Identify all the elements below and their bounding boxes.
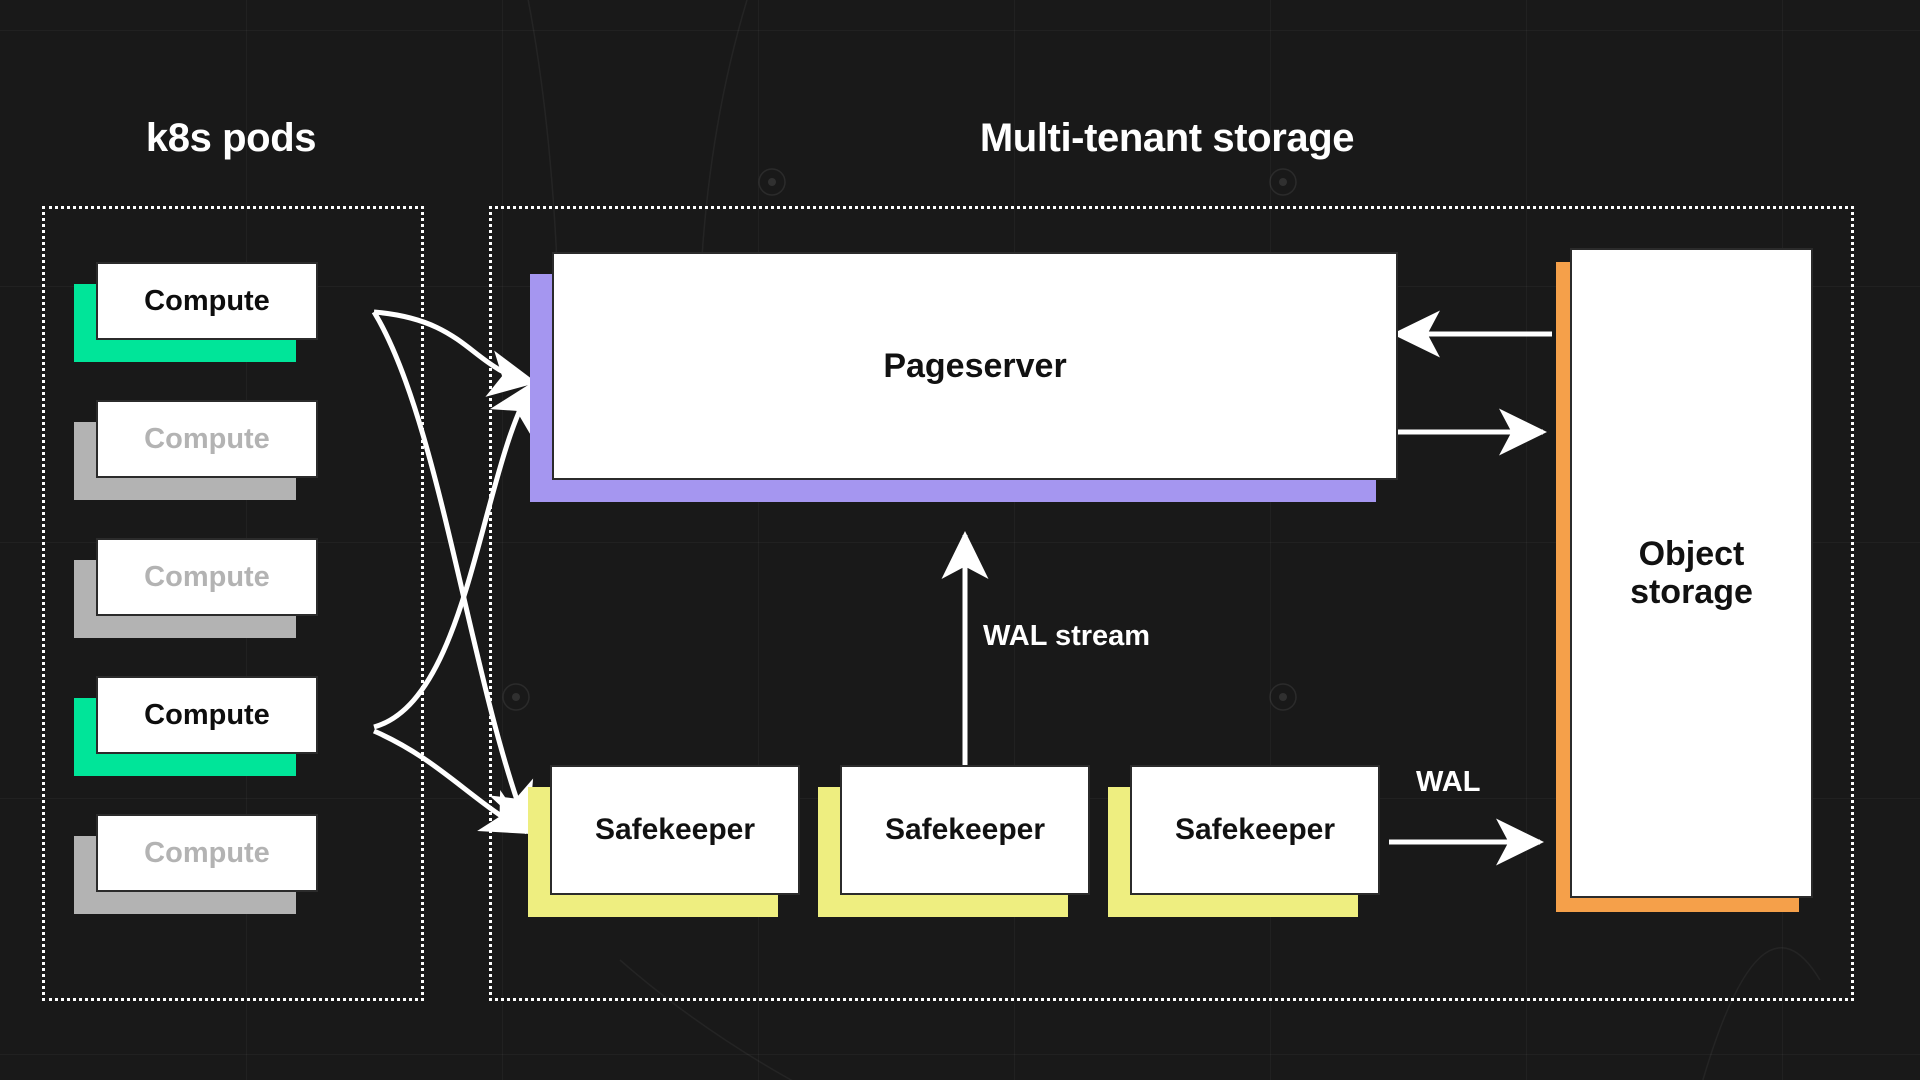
- safekeeper-node-1[interactable]: Safekeeper: [528, 765, 800, 917]
- edge-label-wal-stream: WAL stream: [983, 620, 1151, 652]
- compute-pod-5-label: Compute: [96, 814, 318, 892]
- safekeeper-node-3[interactable]: Safekeeper: [1108, 765, 1380, 917]
- compute-pod-3-label: Compute: [96, 538, 318, 616]
- safekeeper-2-label: Safekeeper: [840, 765, 1090, 895]
- compute-pod-4-label: Compute: [96, 676, 318, 754]
- compute-pod-1[interactable]: Compute: [74, 262, 318, 362]
- section-title-k8s-pods: k8s pods: [145, 116, 317, 160]
- safekeeper-1-label: Safekeeper: [550, 765, 800, 895]
- object-storage-label-line2: storage: [1630, 573, 1753, 611]
- edge-label-wal: WAL: [1416, 766, 1481, 798]
- object-storage-label: Object storage: [1570, 248, 1813, 898]
- pageserver-node[interactable]: Pageserver: [530, 252, 1398, 502]
- compute-pod-5[interactable]: Compute: [74, 814, 318, 914]
- compute-pod-2-label: Compute: [96, 400, 318, 478]
- object-storage-label-line1: Object: [1638, 534, 1745, 573]
- compute-pod-2[interactable]: Compute: [74, 400, 318, 500]
- section-title-multi-tenant-storage: Multi-tenant storage: [979, 116, 1355, 160]
- object-storage-node[interactable]: Object storage: [1556, 248, 1813, 912]
- compute-pod-3[interactable]: Compute: [74, 538, 318, 638]
- compute-pod-1-label: Compute: [96, 262, 318, 340]
- compute-pod-4[interactable]: Compute: [74, 676, 318, 776]
- pageserver-label: Pageserver: [552, 252, 1398, 480]
- safekeeper-3-label: Safekeeper: [1130, 765, 1380, 895]
- safekeeper-node-2[interactable]: Safekeeper: [818, 765, 1090, 917]
